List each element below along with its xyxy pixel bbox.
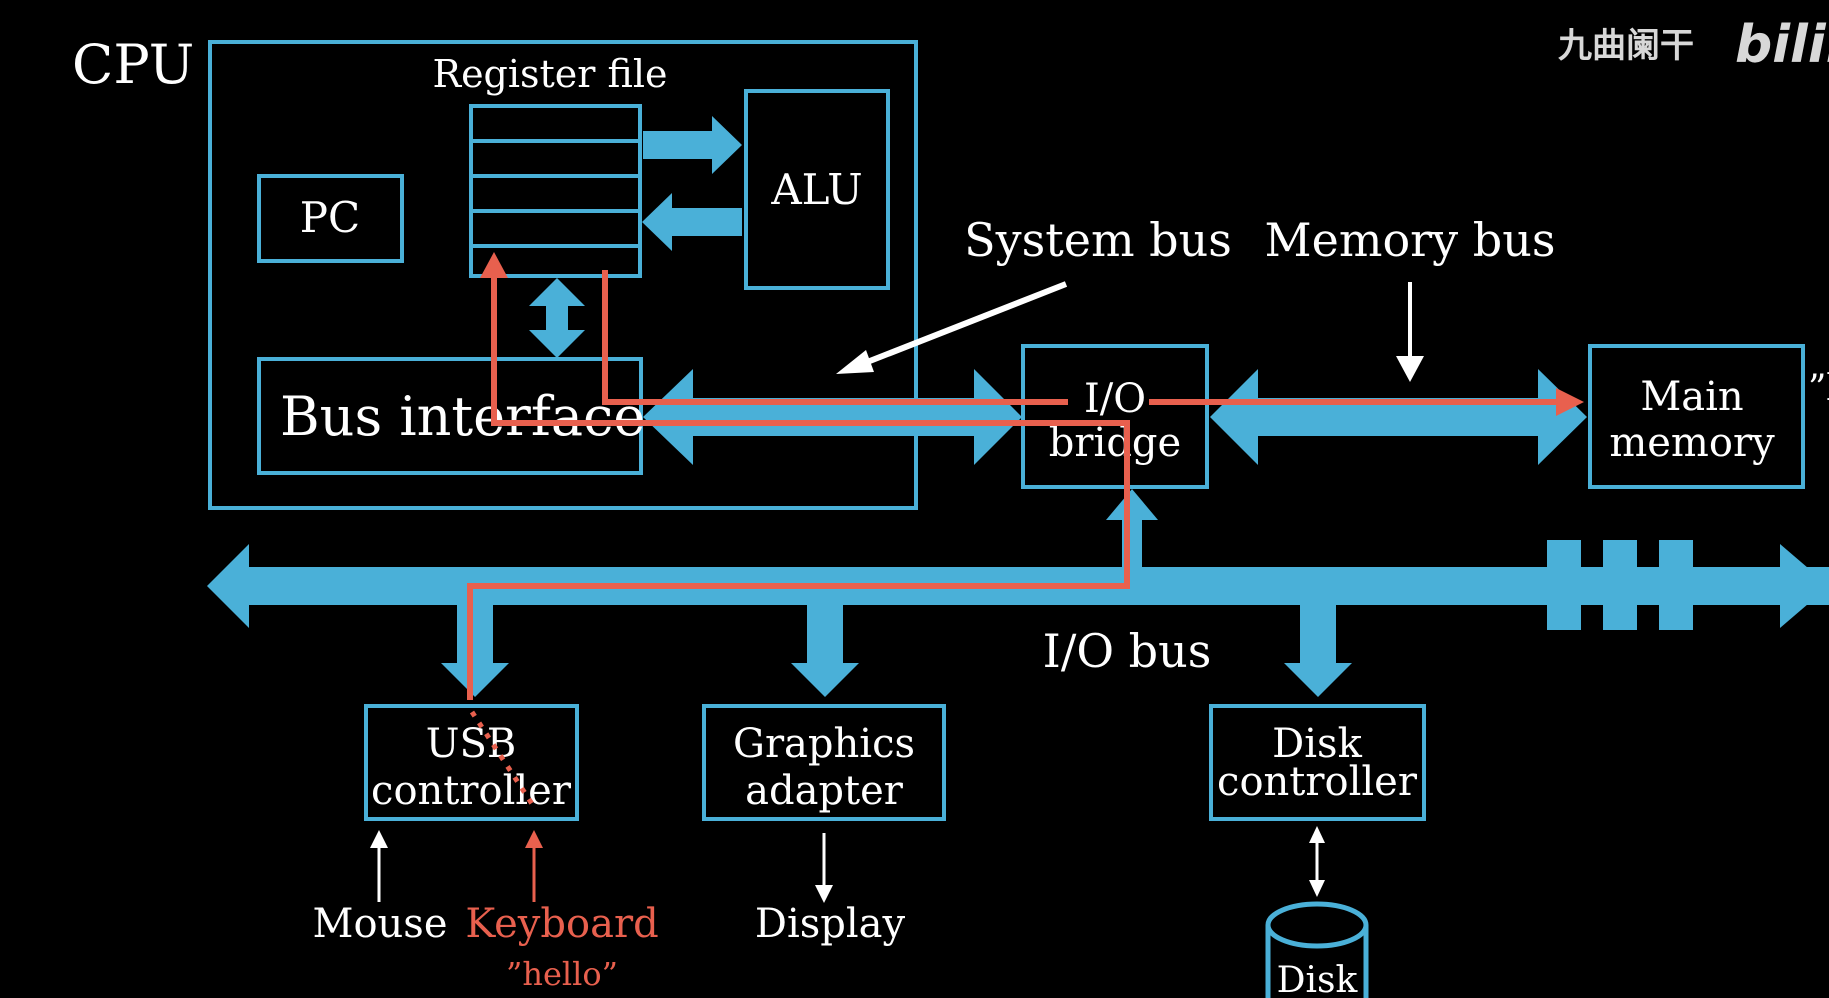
right-edge-text-fragment: ”l xyxy=(1808,368,1829,409)
disk-cylinder xyxy=(1265,901,1369,998)
graphics-down-arrow xyxy=(791,605,859,697)
io-bridge-label-line2: bridge xyxy=(1049,420,1181,466)
memory-bus-pointer-arrowhead xyxy=(1396,356,1424,382)
bridge-to-memory-arrowhead xyxy=(1556,388,1584,416)
watermark-text: 九曲阑干 xyxy=(1558,26,1694,66)
main-memory-box xyxy=(1588,344,1805,489)
keyboard-arrowhead xyxy=(525,830,543,848)
memory-bus-label: Memory bus xyxy=(1265,213,1556,267)
display-label: Display xyxy=(755,901,906,947)
system-bus-pointer-line xyxy=(850,281,1068,371)
register-file-label: Register file xyxy=(432,52,667,96)
system-bus-pointer-arrowhead xyxy=(836,350,874,374)
register-bus-interface-arrow xyxy=(529,278,585,358)
register-file-box xyxy=(469,104,642,278)
system-bus xyxy=(643,369,1022,465)
keyboard-label: Keyboard xyxy=(465,901,658,947)
pc-box xyxy=(257,174,404,263)
register-to-bridge-path xyxy=(602,270,1068,405)
graphics-adapter-label-line2: adapter xyxy=(745,768,904,814)
io-bridge-box xyxy=(1021,344,1209,489)
keyboard-to-register-arrowhead xyxy=(480,252,508,278)
register-to-alu-arrow xyxy=(643,116,742,174)
usb-controller-label-line1: USB xyxy=(426,721,517,767)
bilibili-logo: bilib xyxy=(1735,15,1829,75)
display-arrowhead xyxy=(815,885,833,903)
graphics-adapter-box xyxy=(702,704,946,821)
bus-interface-label: Bus interface xyxy=(280,385,645,448)
mouse-arrowhead xyxy=(370,830,388,848)
io-bus-label: I/O bus xyxy=(1043,624,1212,678)
usb-controller-box xyxy=(364,704,579,821)
io-bus-right-arrowhead xyxy=(1780,544,1829,628)
usb-down-arrow xyxy=(441,605,509,697)
register-file xyxy=(469,104,642,278)
usb-controller-label-line2: controller xyxy=(371,768,572,814)
mouse-label: Mouse xyxy=(313,901,448,947)
disk-controller-label-line1: Disk xyxy=(1272,721,1362,767)
bus-interface-box xyxy=(257,357,643,475)
keyboard-data-path xyxy=(467,252,1584,812)
disk-cylinder-sides xyxy=(1265,925,1369,998)
bridge-io-bus-connector xyxy=(1106,489,1158,570)
disk-label: Disk xyxy=(1277,960,1359,998)
disk-controller-label-line2: controller xyxy=(1217,759,1418,805)
memory-bus xyxy=(1210,369,1587,465)
disk-controller-box xyxy=(1209,704,1426,821)
io-bus-expansion-slot xyxy=(1659,540,1693,630)
io-bus-expansion-slot xyxy=(1603,540,1637,630)
disk-arrowhead-up xyxy=(1309,826,1325,843)
alu-box xyxy=(744,89,890,290)
system-bus-label: System bus xyxy=(964,213,1232,267)
main-memory-label-line2: memory xyxy=(1609,420,1775,466)
pc-label: PC xyxy=(300,193,360,242)
alu-to-register-arrow xyxy=(642,193,742,251)
hello-input-label: ”hello” xyxy=(506,955,618,993)
io-bus-expansion-slot xyxy=(1547,540,1581,630)
main-memory-label-line1: Main xyxy=(1640,374,1743,420)
graphics-adapter-label-line1: Graphics xyxy=(733,721,915,767)
alu-label: ALU xyxy=(770,165,862,214)
cpu-label: CPU xyxy=(72,33,194,96)
disk-arrowhead-down xyxy=(1309,880,1325,897)
disk-down-arrow xyxy=(1284,605,1352,697)
cpu-box xyxy=(208,40,918,510)
disk-cylinder-top xyxy=(1265,901,1369,949)
keyboard-to-register-path xyxy=(467,268,1130,700)
io-bridge-label-line1: I/O xyxy=(1084,376,1146,422)
